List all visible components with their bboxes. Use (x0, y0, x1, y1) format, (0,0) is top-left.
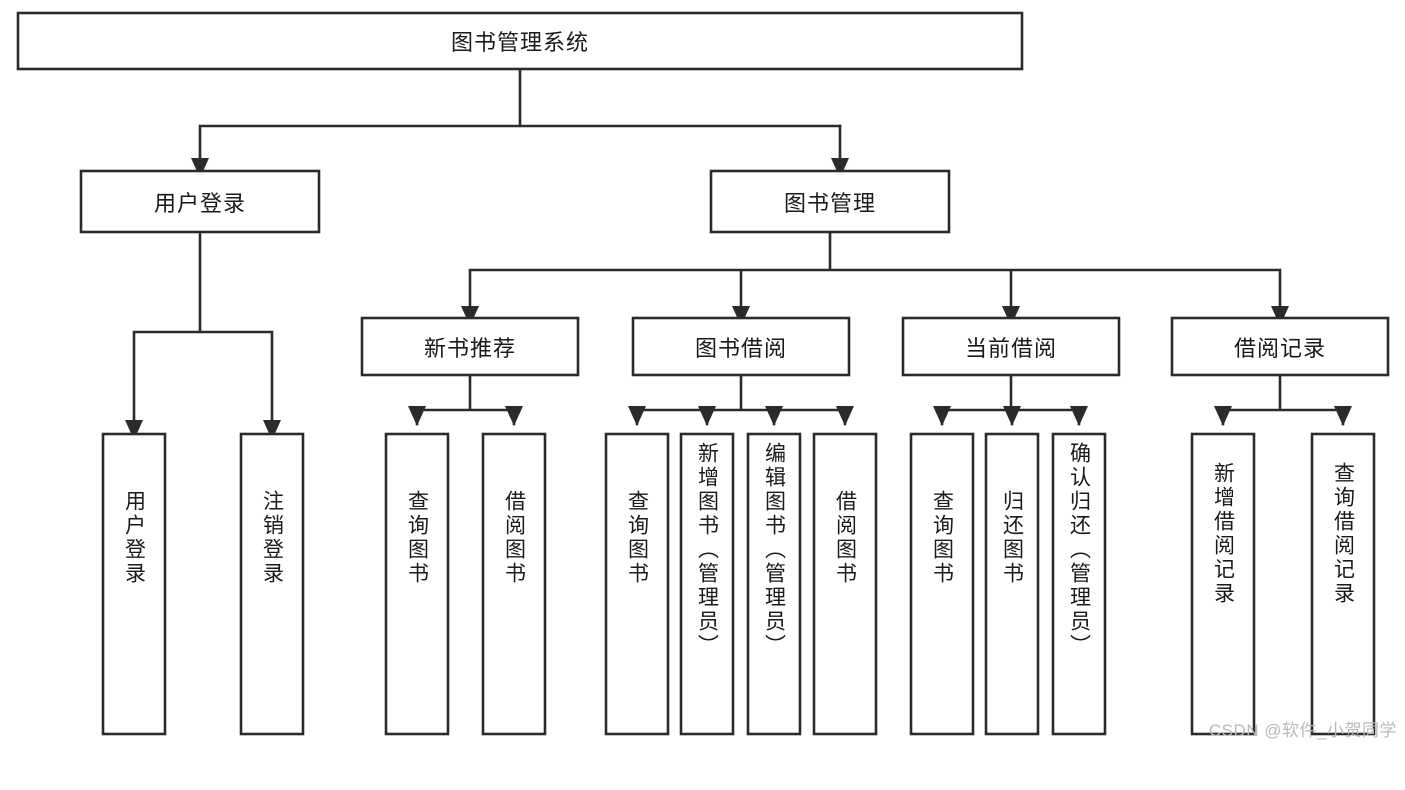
arrow-to-l4-user-login (125, 420, 143, 440)
arrow-to-borrow-book-b (836, 406, 854, 426)
node-box-l4-query-record[interactable] (1310, 432, 1376, 736)
edge-userlogin-bus (132, 230, 274, 426)
edge-borrowrecord-bus (1221, 373, 1345, 426)
node-box-l4-add-book[interactable] (679, 432, 735, 736)
arrow-to-edit-book (765, 406, 783, 426)
arrow-to-confirm-return (1070, 406, 1088, 426)
node-box-l4-user-login[interactable] (101, 432, 167, 736)
watermark-text: CSDN @软件_小贺同学 (1208, 721, 1397, 740)
arrow-to-add-book (698, 406, 716, 426)
node-box-l4-add-record[interactable] (1190, 432, 1256, 736)
node-box-l4-logout[interactable] (239, 432, 305, 736)
arrow-to-current-borrow (1002, 306, 1020, 326)
arrow-to-l4-logout (263, 420, 281, 440)
arrow-to-book-borrow (732, 306, 750, 326)
node-box-current-borrow[interactable] (901, 316, 1121, 377)
node-box-l4-edit-book[interactable] (746, 432, 802, 736)
node-box-l4-borrow-book-b[interactable] (812, 432, 878, 736)
arrow-to-book-mgmt (831, 158, 849, 178)
arrow-to-user-login (191, 158, 209, 178)
boxes-layer (16, 11, 1390, 736)
node-box-l4-return-book[interactable] (984, 432, 1040, 736)
arrow-to-borrow-book-a (505, 406, 523, 426)
node-box-l4-query-book-a[interactable] (384, 432, 450, 736)
node-box-l4-query-book-c[interactable] (909, 432, 975, 736)
arrowheads (125, 158, 1352, 440)
arrow-to-query-book-a (408, 406, 426, 426)
hierarchy-diagram: 图书管理系统 用户登录 图书管理 新书推荐 图书借阅 当前借阅 借阅记录 用户登… (16, 11, 1397, 740)
arrow-to-return-book (1003, 406, 1021, 426)
diagram-canvas (16, 11, 1390, 736)
arrow-to-query-book-c (933, 406, 951, 426)
node-box-book-borrow[interactable] (631, 316, 851, 377)
node-box-l4-query-book-b[interactable] (604, 432, 670, 736)
edge-root-bus (198, 67, 842, 162)
edge-newbook-bus (415, 373, 516, 426)
edges-layer (125, 67, 1352, 440)
edge-bookmgmt-bus (468, 230, 1282, 310)
node-box-book-mgmt[interactable] (709, 169, 951, 234)
node-box-root[interactable] (16, 11, 1024, 71)
node-box-l4-confirm-return[interactable] (1051, 432, 1107, 736)
node-box-user-login[interactable] (79, 169, 321, 234)
arrow-to-query-book-b (628, 406, 646, 426)
arrow-to-new-book-rec (461, 306, 479, 326)
node-box-new-book-rec[interactable] (360, 316, 580, 377)
arrow-to-borrow-record (1271, 306, 1289, 326)
node-box-borrow-record[interactable] (1170, 316, 1390, 377)
edge-bookborrow-bus (635, 373, 847, 426)
arrow-to-query-record (1334, 406, 1352, 426)
node-box-l4-borrow-book-a[interactable] (481, 432, 547, 736)
arrow-to-add-record (1214, 406, 1232, 426)
